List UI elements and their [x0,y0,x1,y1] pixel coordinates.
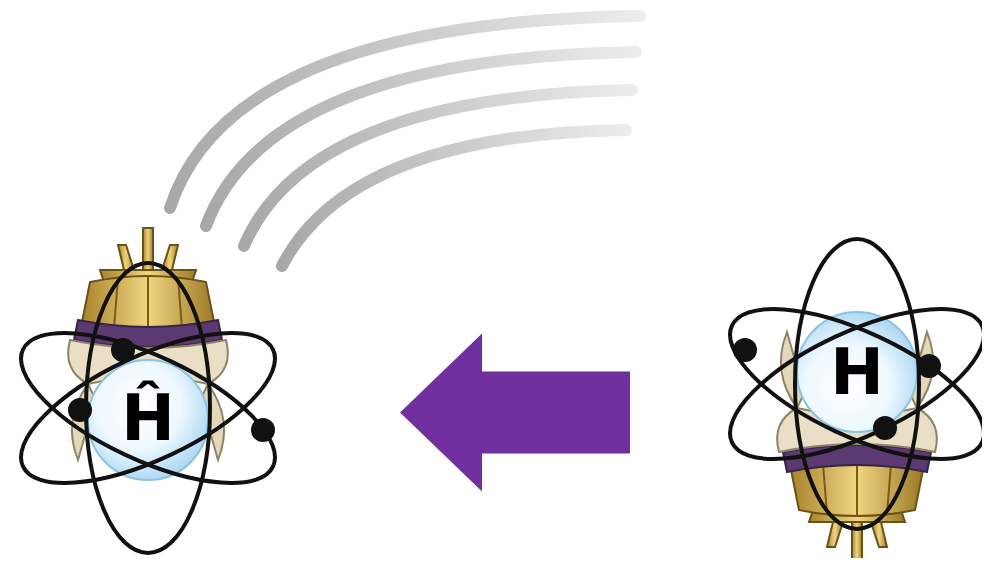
electron-dot [251,418,275,442]
operator-symbol: Ĥ [121,386,175,450]
atom-node: Ĥ [10,222,286,562]
electron-dot [68,398,92,422]
electron-dot [111,338,135,362]
electron-dot [873,416,897,440]
atom-node: H [716,206,982,558]
electron-dot [733,338,757,362]
block-arrow [400,333,630,491]
electron-dot [917,354,941,378]
operator-symbol: H [830,340,884,404]
